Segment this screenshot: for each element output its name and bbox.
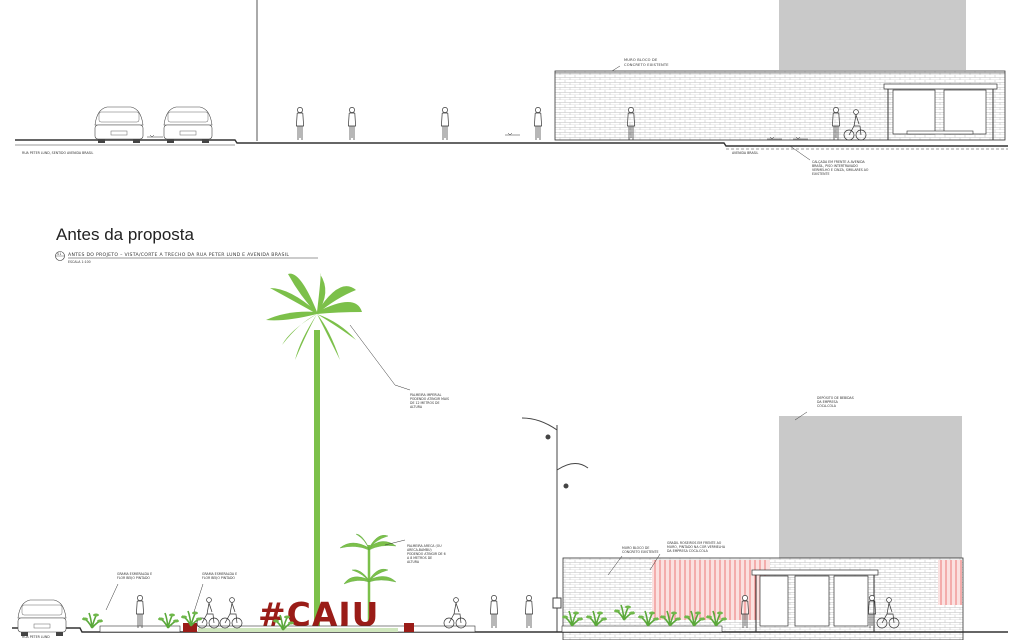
palm-imperial-note-line2: PODENDO ATINGIR MAIS	[410, 397, 449, 401]
car-icon	[163, 106, 213, 144]
bottom-bus-shelter	[751, 569, 879, 632]
top-avenue-label: AVENIDA BRASIL	[732, 151, 759, 155]
palm-areca-note-line5: ALTURA	[407, 560, 420, 564]
warehouse-note-line1: DEPÓSITO DE BEBIDAS	[817, 395, 854, 400]
palm-areca-note-line3: PODENDO ATINGIR DE 6	[407, 552, 446, 556]
grass-note1-line1: GRAMA ESMERALDA E	[117, 572, 152, 576]
view-scale: ESCALA 1:100	[68, 260, 91, 264]
vine-panel	[652, 560, 962, 620]
street-lamp	[521, 417, 589, 632]
vines-note-line2: MURO, PINTADO NA COR VERMELHA	[667, 545, 726, 549]
bottom-wall-note-line2: CONCRETO EXISTENTE	[622, 550, 659, 554]
grass-note2-line1: GRAMA ESMERALDA E	[202, 572, 237, 576]
top-street-label: RUA PETER LUND, SENTIDO AVENIDA BRASIL	[22, 151, 93, 155]
areca-palm	[339, 533, 397, 628]
pedestrian-icon	[348, 107, 356, 141]
pedestrian-icon	[525, 595, 533, 629]
palm-areca-note-line2: ARECA-BAMBU)	[407, 548, 432, 552]
top-sidewalk-note-line1: CALÇADA EM FRENTE A AVENIDA	[812, 160, 865, 164]
cyclist-icon	[196, 597, 220, 629]
pedestrian-icon	[296, 107, 304, 141]
pedestrian-icon	[441, 107, 449, 141]
view-number: 01	[57, 252, 61, 256]
section-title: Antes da proposta	[56, 225, 195, 244]
bottom-elevation: #CAJU	[12, 273, 1008, 640]
top-sidewalk-note-line2: BRASIL, PISO INTERTRAVADO	[812, 164, 859, 168]
bottom-street-label: RUA PETER LUND	[22, 635, 50, 639]
top-sidewalk-note-line3: VERMELHO E CINZA, SIMILARES AO	[812, 168, 869, 172]
grass-note2-line2: FLOR BEIJO PINTADO	[202, 576, 235, 580]
warehouse-note-line3: COCA-COLA	[817, 404, 837, 408]
top-elevation: RUA PETER LUND, SENTIDO AVENIDA BRASIL A…	[15, 0, 1008, 176]
vines-note-line1: GRADIL ROSEIROS EM FRENTE AO	[667, 541, 722, 545]
palm-imperial-note-line4: ALTURA	[410, 405, 423, 409]
car-icon	[94, 106, 144, 144]
top-sidewalk-note-line4: EXISTENTE	[812, 172, 829, 176]
top-wall-note-line2: CONCRETO EXISTENTE	[624, 63, 669, 67]
palm-areca-note-line1: PALMEIRA ARECA (OU	[407, 544, 442, 548]
before-heading: Antes da proposta 01 ANTES DO PROJETO – …	[55, 225, 318, 264]
pedestrian-icon	[534, 107, 542, 141]
cyclist-icon	[219, 597, 243, 629]
imperial-palm	[266, 273, 362, 630]
pedestrian-icon	[490, 595, 498, 629]
view-caption: ANTES DO PROJETO – VISTA/CORTE A TRECHO …	[68, 252, 289, 258]
palm-areca-note-line4: A 8 METROS DE	[407, 556, 432, 560]
grass-note1-line2: FLOR BEIJO PINTADO	[117, 576, 150, 580]
top-concrete-wall	[554, 70, 1006, 141]
top-bus-shelter	[883, 83, 998, 140]
bottom-wall-note-line1: MURO BLOCO DE	[622, 546, 649, 550]
vines-note-line3: DA EMPRESA COCA-COLA	[667, 549, 709, 553]
car-icon	[17, 599, 67, 637]
top-background-building	[779, 0, 966, 70]
pedestrian-icon	[136, 595, 144, 629]
palm-imperial-note-line3: DE 12 METROS DE	[410, 401, 440, 405]
top-wall-note-line1: MURO BLOCO DE	[624, 58, 658, 62]
palm-imperial-note-line1: PALMEIRA IMPERIAL	[410, 393, 442, 397]
cyclist-icon	[443, 597, 467, 629]
warehouse-note-line2: DA EMPRESA	[817, 400, 839, 404]
